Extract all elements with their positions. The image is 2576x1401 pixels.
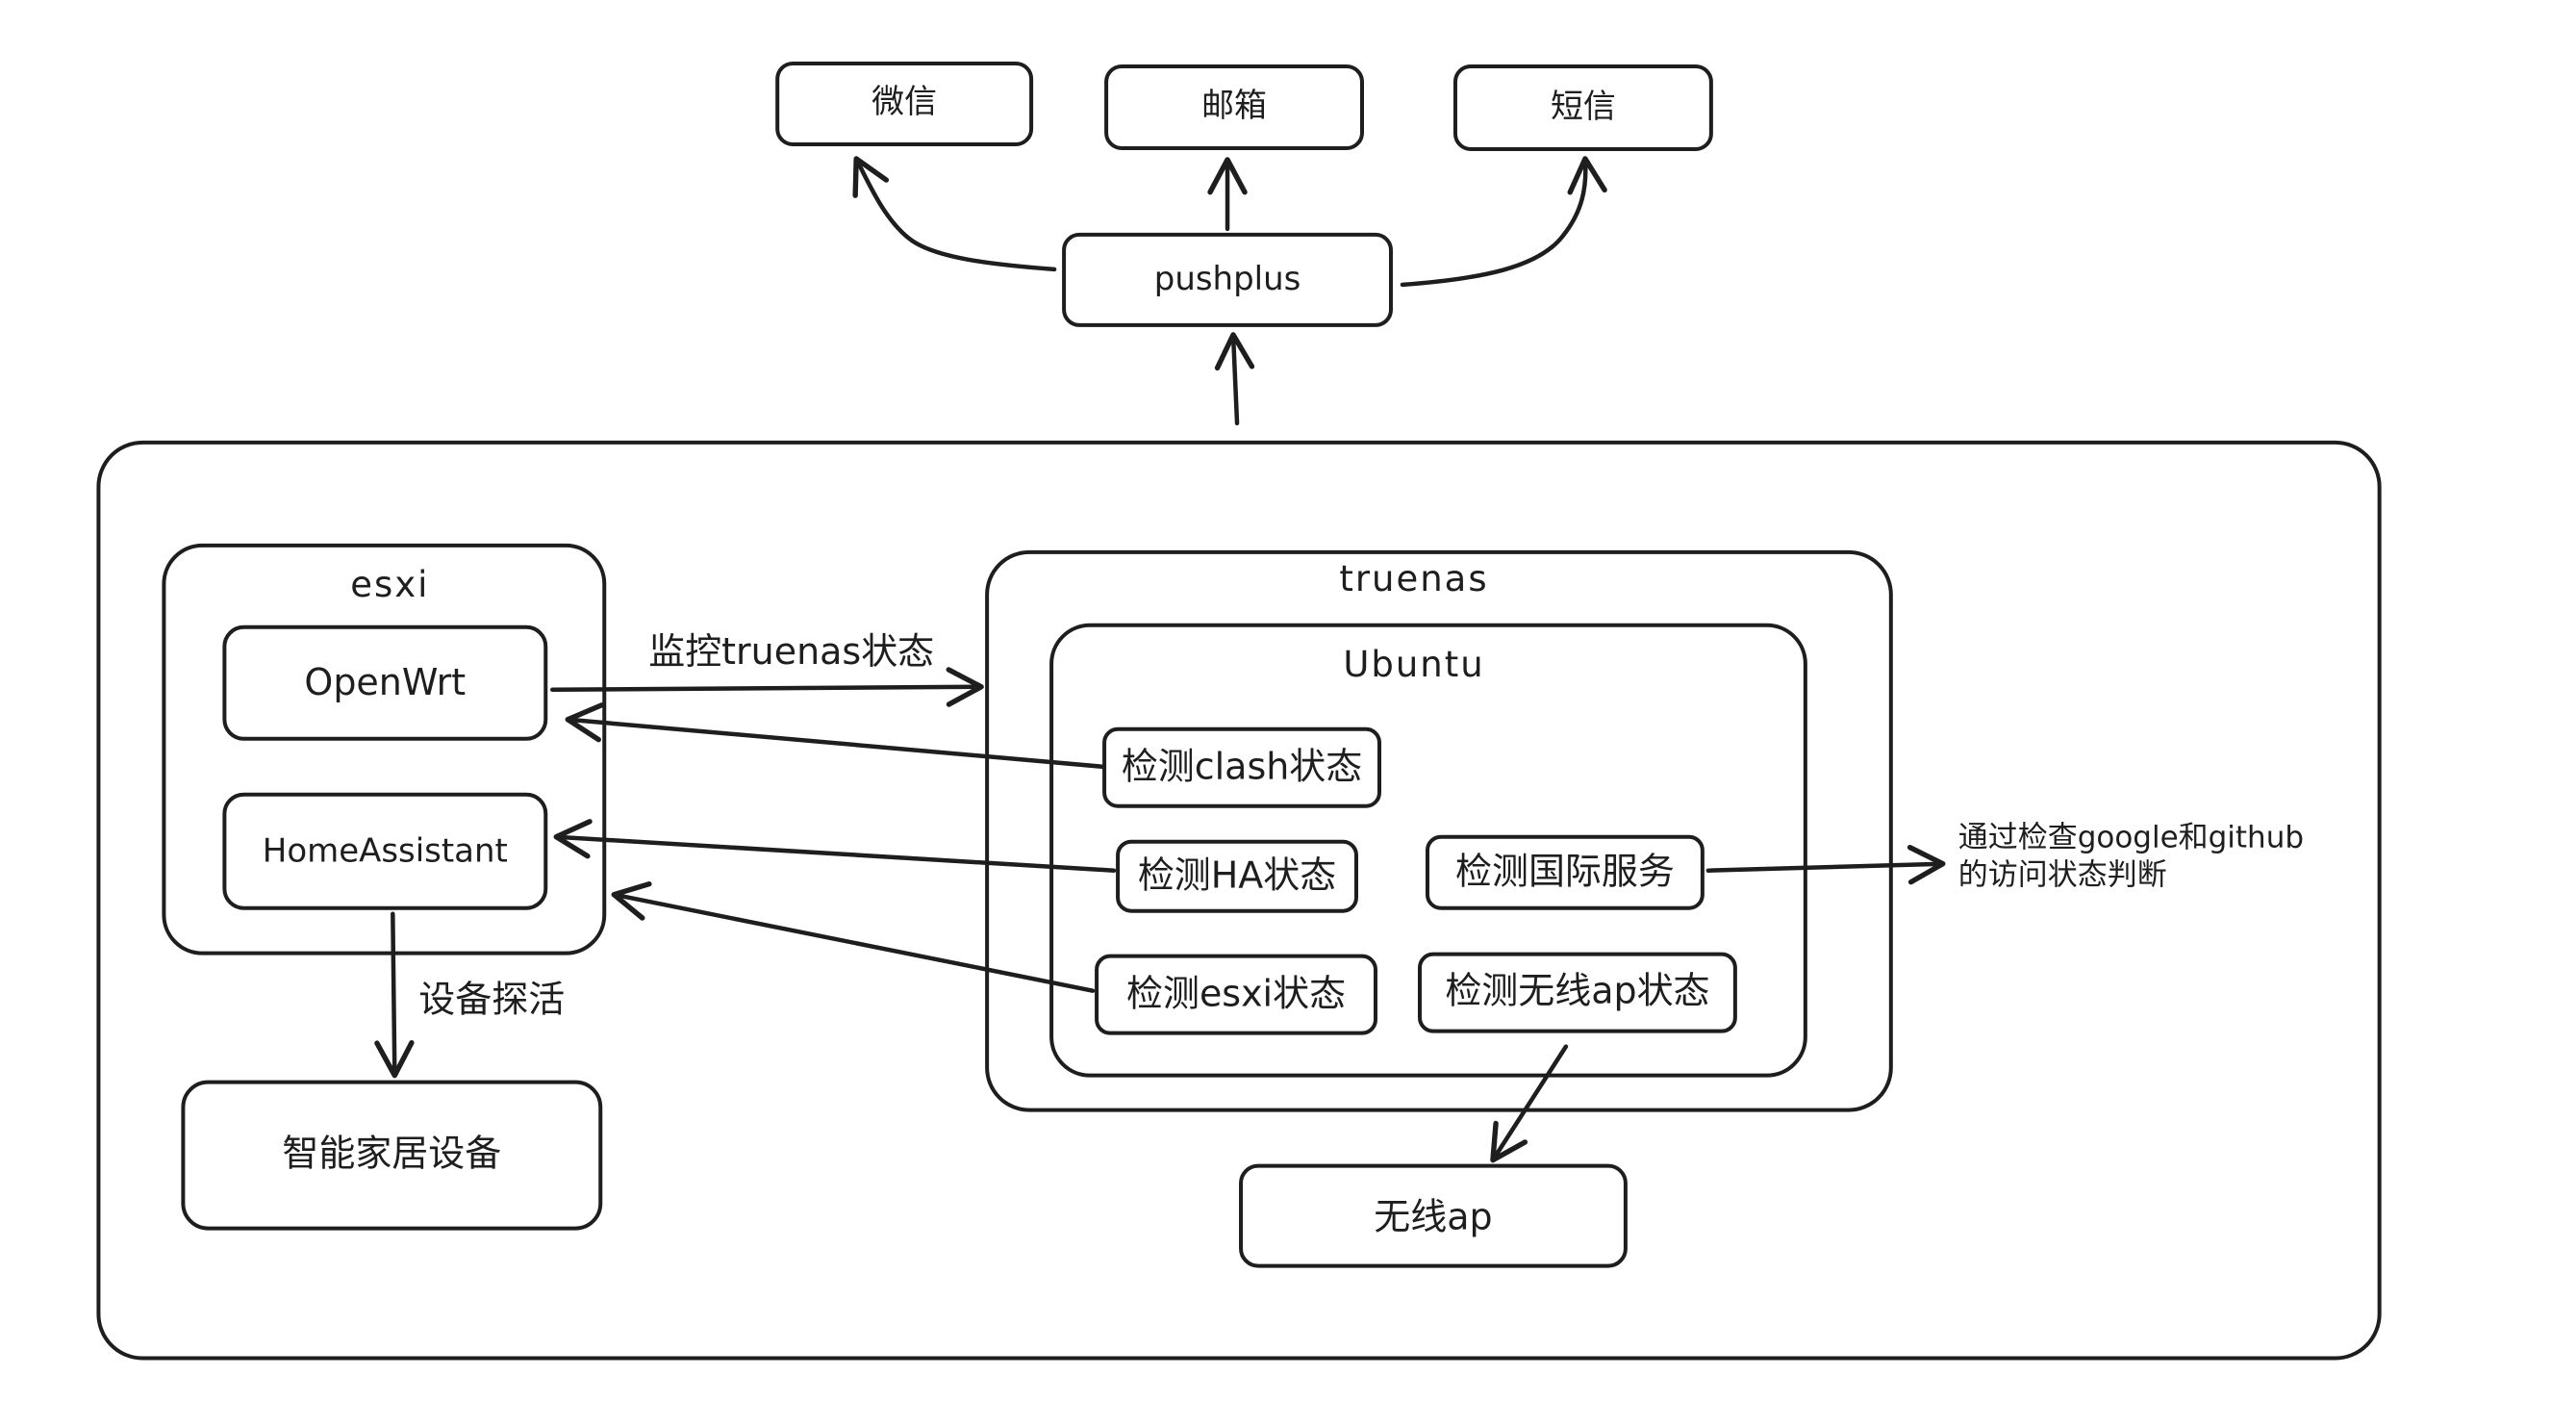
arrow-check-ha-to-homeassistant [553, 819, 1117, 873]
openwrt-label: OpenWrt [304, 661, 466, 703]
email-node: 邮箱 [1104, 64, 1364, 150]
arrow-check-ap-to-wireless-ap [1490, 1044, 1569, 1163]
wireless-ap-label: 无线ap [1374, 1196, 1492, 1238]
esxi-title: esxi [350, 564, 429, 605]
arrow-check-esxi-to-esxi [611, 881, 1096, 993]
arrow-pushplus-to-wechat [852, 156, 1057, 272]
homeassistant-node: HomeAssistant [222, 792, 548, 910]
intl-note-line1: 通过检查google和github [1958, 821, 2304, 855]
check-ap-node: 检测无线ap状态 [1417, 952, 1737, 1033]
device-probe-label: 设备探活 [418, 979, 565, 1021]
check-esxi-label: 检测esxi状态 [1126, 973, 1346, 1015]
check-ha-label: 检测HA状态 [1138, 854, 1336, 897]
openwrt-node: OpenWrt [222, 624, 548, 741]
intl-note: 通过检查google和github 的访问状态判断 [1958, 821, 2304, 893]
check-intl-node: 检测国际服务 [1425, 834, 1705, 910]
smart-home-node: 智能家居设备 [181, 1080, 603, 1231]
pushplus-node: pushplus [1062, 232, 1393, 327]
ubuntu-group: Ubuntu 检测clash状态 检测HA状态 检测国际服务 检测esxi状态 [1049, 623, 1807, 1078]
arrow-clash-to-openwrt [565, 702, 1105, 769]
arrow-ha-to-smart-home [374, 911, 415, 1079]
intl-note-line2: 的访问状态判断 [1958, 858, 2167, 893]
check-intl-label: 检测国际服务 [1455, 851, 1675, 893]
check-clash-label: 检测clash状态 [1122, 746, 1362, 788]
smart-home-label: 智能家居设备 [282, 1133, 501, 1175]
check-esxi-node: 检测esxi状态 [1095, 954, 1377, 1035]
arrow-check-intl-to-note [1705, 844, 1946, 885]
wechat-label: 微信 [871, 83, 937, 121]
check-clash-node: 检测clash状态 [1102, 726, 1381, 808]
esxi-group: esxi OpenWrt HomeAssistant [162, 543, 607, 955]
ubuntu-title: Ubuntu [1343, 644, 1484, 685]
arrow-pushplus-to-sms [1400, 156, 1607, 288]
check-ap-label: 检测无线ap状态 [1445, 970, 1709, 1012]
sms-node: 短信 [1452, 64, 1713, 151]
truenas-group: truenas Ubuntu 检测clash状态 检测HA状态 检测国际服务 [985, 549, 1893, 1112]
system-frame [96, 440, 2382, 1361]
monitor-truenas-label: 监控truenas状态 [648, 630, 934, 673]
email-label: 邮箱 [1201, 87, 1267, 125]
check-ha-node: 检测HA状态 [1116, 839, 1358, 913]
sms-label: 短信 [1551, 88, 1616, 126]
pushplus-label: pushplus [1154, 260, 1301, 298]
arrow-system-to-pushplus [1214, 332, 1255, 426]
arrow-openwrt-to-truenas [550, 667, 984, 707]
truenas-title: truenas [1339, 558, 1488, 599]
wireless-ap-node: 无线ap [1239, 1163, 1628, 1268]
homeassistant-label: HomeAssistant [263, 832, 508, 871]
wechat-node: 微信 [775, 61, 1034, 146]
